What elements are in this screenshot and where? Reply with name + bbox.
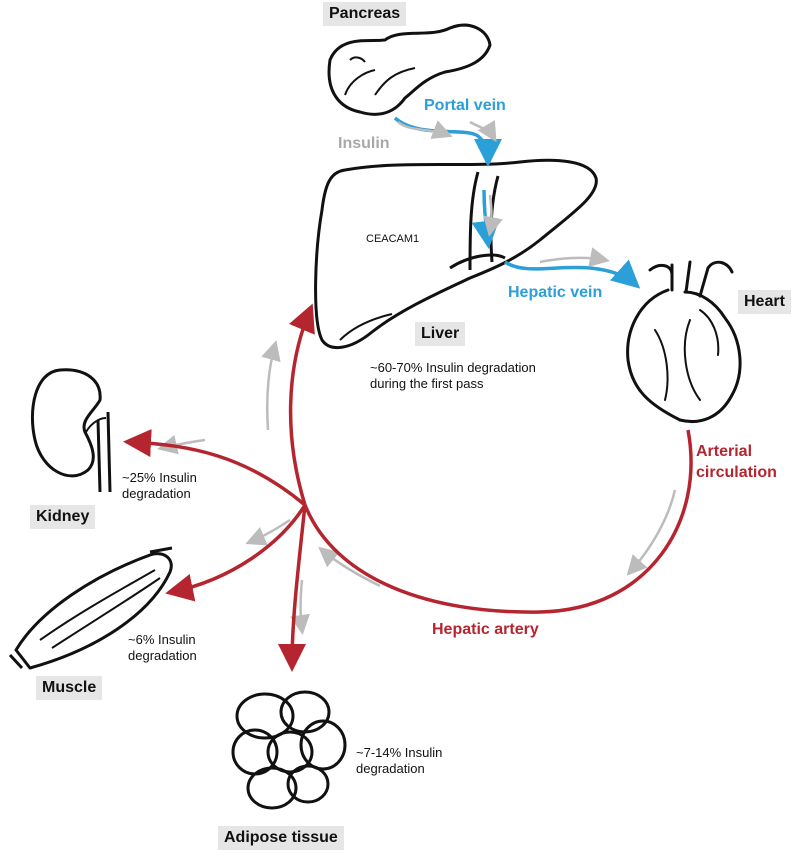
hepatic-vein-arrow	[504, 259, 641, 289]
muscle-note-line-2: degradation	[128, 648, 197, 664]
pancreas-label: Pancreas	[323, 2, 407, 26]
hepatic-artery-label: Hepatic artery	[432, 621, 539, 638]
insulin-label: Insulin	[338, 135, 390, 152]
muscle-degradation-note: ~6% Insulin degradation	[128, 632, 197, 665]
arterial-line-1: Arterial	[696, 443, 753, 460]
kidney-note-line-2: degradation	[122, 486, 191, 502]
muscle-icon	[8, 546, 173, 670]
ceacam1-label: CEACAM1	[366, 233, 420, 245]
liver-blue-arrow	[471, 189, 500, 249]
kidney-note-line-1: ~25% Insulin	[122, 470, 197, 485]
liver-note-line-2: during the first pass	[370, 376, 484, 392]
heart-icon	[626, 260, 742, 424]
adipose-degradation-note: ~7-14% Insulin degradation	[356, 745, 442, 778]
adipose-tissue-label: Adipose tissue	[218, 826, 344, 850]
arterial-circulation-label: Arterial circulation	[696, 442, 777, 484]
kidney-label: Kidney	[30, 505, 96, 529]
muscle-label: Muscle	[36, 676, 103, 700]
portal-vein-label: Portal vein	[424, 97, 506, 114]
adipose-note-line-1: ~7-14% Insulin	[356, 745, 443, 760]
pancreas-icon	[327, 23, 492, 116]
insulin-flow-arrows	[157, 119, 677, 635]
liver-label: Liver	[415, 322, 466, 346]
adipose-tissue-icon	[231, 690, 347, 810]
kidney-icon	[31, 368, 112, 493]
liver-note-line-1: ~60-70% Insulin degradation	[370, 360, 536, 375]
arterial-line-2: circulation	[696, 463, 777, 481]
liver-degradation-note: ~60-70% Insulin degradation during the f…	[370, 360, 536, 393]
adipose-note-line-2: degradation	[356, 761, 425, 777]
hepatic-vein-label: Hepatic vein	[508, 284, 603, 301]
liver-icon	[314, 158, 598, 349]
arterial-circulation-arrows	[123, 303, 693, 672]
muscle-note-line-1: ~6% Insulin	[128, 632, 196, 647]
kidney-degradation-note: ~25% Insulin degradation	[122, 470, 197, 503]
heart-label: Heart	[738, 290, 791, 314]
